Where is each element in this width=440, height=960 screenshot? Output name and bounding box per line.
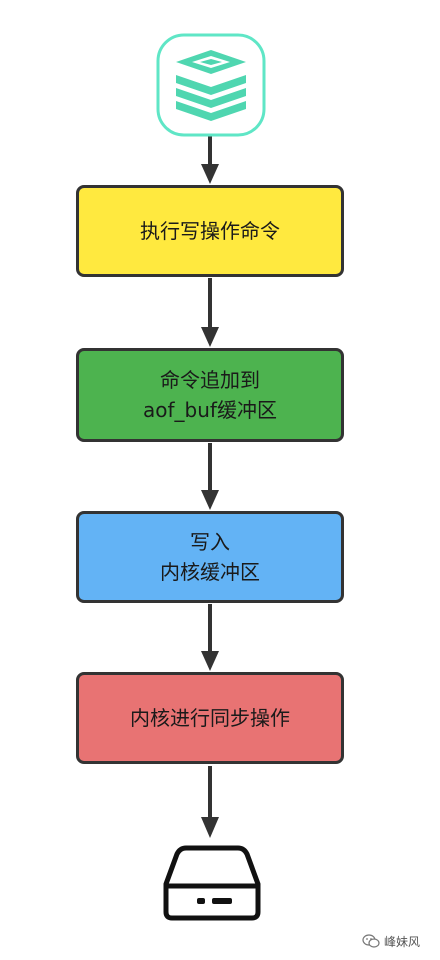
watermark: 峰妹风	[362, 930, 420, 952]
arrow-4	[201, 604, 219, 671]
step-label-line: 执行写操作命令	[140, 219, 280, 243]
redis-logo-icon	[156, 33, 266, 137]
arrow-2	[201, 278, 219, 347]
arrow-1	[201, 136, 219, 184]
step-label-line: 写入	[190, 530, 230, 554]
step-append-aof-buf: 命令追加到 aof_buf缓冲区	[76, 348, 344, 442]
disk-drive-icon	[163, 845, 261, 921]
step-write-command: 执行写操作命令	[76, 185, 344, 277]
wechat-icon	[362, 934, 380, 948]
step-label-line: aof_buf缓冲区	[143, 398, 277, 422]
step-write-kernel-buffer: 写入内核缓冲区	[76, 511, 344, 603]
watermark-text: 峰妹风	[384, 934, 421, 949]
step-label-line: 内核进行同步操作	[130, 706, 290, 730]
step-kernel-sync: 内核进行同步操作	[76, 672, 344, 764]
step-label-line: 命令追加到	[160, 368, 260, 392]
arrow-5	[201, 766, 219, 838]
arrow-3	[201, 443, 219, 510]
step-label-line: 内核缓冲区	[160, 560, 260, 584]
